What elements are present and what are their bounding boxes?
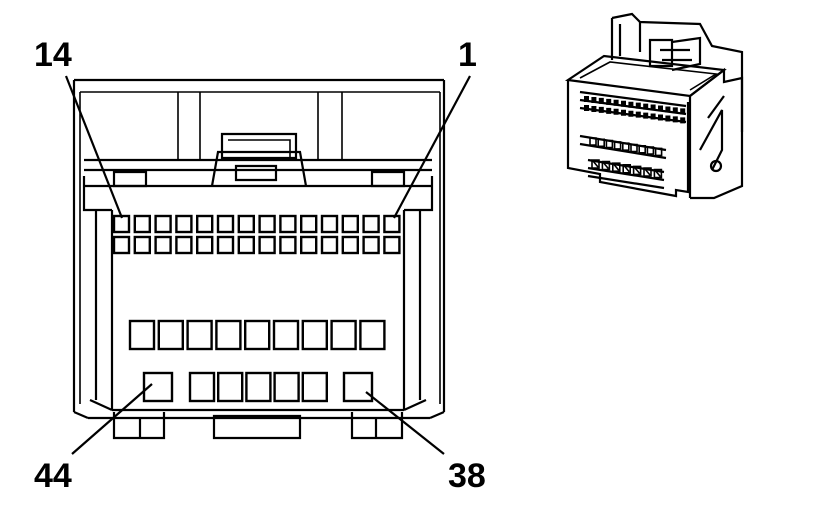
cavity xyxy=(175,235,193,255)
iso-cavity xyxy=(628,101,634,117)
iso-cavity xyxy=(643,103,649,119)
cavity xyxy=(216,214,235,234)
cavity-row-4 xyxy=(142,371,374,403)
iso-cavity xyxy=(584,96,589,111)
pin-label-38: 38 xyxy=(448,457,486,495)
cavity-row-1 xyxy=(112,214,401,234)
cavity xyxy=(154,214,172,234)
iso-cavities-upper xyxy=(584,96,686,124)
cavity xyxy=(359,319,386,351)
cavity xyxy=(383,214,401,234)
cavity xyxy=(362,214,380,234)
iso-cavity xyxy=(613,99,619,115)
cavity xyxy=(215,319,242,351)
cavity xyxy=(243,319,271,351)
cavity-row-2 xyxy=(112,235,401,255)
cavity xyxy=(341,214,359,234)
cavity-row-3 xyxy=(128,319,386,351)
iso-cavity xyxy=(598,97,604,113)
cavity xyxy=(216,235,235,255)
cavity xyxy=(195,235,214,255)
cavity xyxy=(300,235,318,255)
leader-line-38 xyxy=(365,391,445,455)
pin-label-14: 14 xyxy=(34,36,72,74)
iso-cavity xyxy=(646,146,655,155)
cavity xyxy=(301,319,328,351)
cavity xyxy=(157,319,185,351)
iso-cavity xyxy=(622,164,631,174)
iso-cavity xyxy=(601,160,611,171)
cavity xyxy=(154,235,172,255)
iso-cavity xyxy=(658,105,663,121)
cavity xyxy=(237,235,256,255)
cavity xyxy=(112,214,131,234)
cavity xyxy=(300,214,318,234)
pin-label-44: 44 xyxy=(34,457,72,495)
connector-isometric-view xyxy=(564,12,744,200)
connector-face-view xyxy=(72,78,446,440)
cavity xyxy=(128,319,156,351)
cavity xyxy=(330,319,357,351)
iso-cavity xyxy=(680,108,686,124)
cavity xyxy=(320,214,339,234)
leader-line-14 xyxy=(64,75,124,219)
iso-cavity xyxy=(613,141,622,150)
cavity xyxy=(273,371,300,403)
pin-label-1: 1 xyxy=(458,36,477,74)
iso-cavity xyxy=(591,159,600,169)
iso-cavity xyxy=(591,96,597,112)
cavity xyxy=(301,371,328,403)
cavity xyxy=(175,214,193,234)
iso-cavity xyxy=(672,107,678,123)
cavity xyxy=(188,371,216,403)
cavity xyxy=(383,235,401,255)
cavity xyxy=(258,235,276,255)
cavity xyxy=(341,235,359,255)
cavity xyxy=(133,214,152,234)
iso-cavity xyxy=(650,104,656,120)
cavity xyxy=(112,235,131,255)
iso-cavity xyxy=(635,102,641,118)
cavity xyxy=(279,214,297,234)
cavity xyxy=(133,235,152,255)
iso-cavity xyxy=(654,147,663,157)
iso-cavity xyxy=(643,167,652,177)
cavity xyxy=(320,235,339,255)
iso-cavity xyxy=(597,138,605,148)
leader-lines xyxy=(64,75,471,455)
leader-line-44 xyxy=(71,383,153,455)
cavity xyxy=(258,214,276,234)
iso-cavity xyxy=(605,139,614,149)
cavity xyxy=(186,319,213,351)
iso-cavity xyxy=(622,142,630,151)
iso-cavities-lower xyxy=(589,137,663,179)
cavity xyxy=(245,371,272,403)
iso-cavity xyxy=(632,165,642,176)
cavity xyxy=(216,371,244,403)
leader-line-1 xyxy=(393,75,471,219)
cavity xyxy=(342,371,374,403)
iso-cavity xyxy=(630,143,638,153)
cavity xyxy=(237,214,256,234)
iso-cavity xyxy=(638,145,646,154)
iso-cavity xyxy=(653,168,663,179)
iso-cavity xyxy=(606,98,612,114)
iso-cavity xyxy=(621,100,626,116)
cavity xyxy=(279,235,297,255)
cavity xyxy=(272,319,300,351)
iso-cavity xyxy=(589,137,597,146)
iso-cavity xyxy=(612,162,621,172)
cavity xyxy=(195,214,214,234)
iso-cavity xyxy=(665,106,671,122)
cavity xyxy=(362,235,380,255)
